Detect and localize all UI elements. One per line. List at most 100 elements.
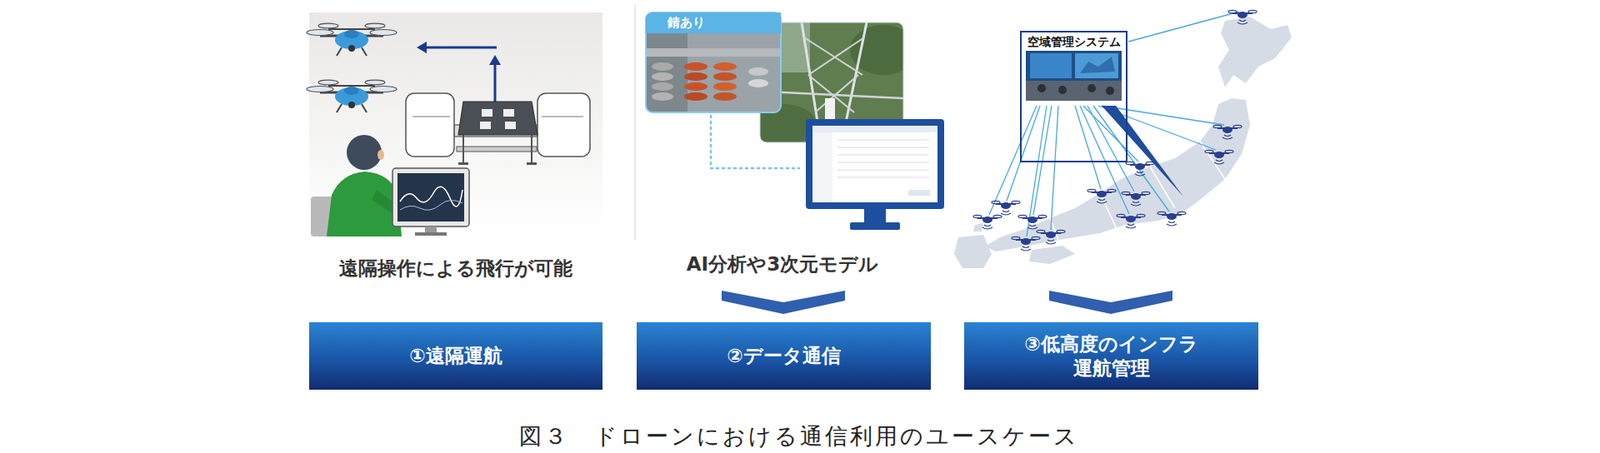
node-text: 空域管理システム — [1027, 35, 1121, 50]
remote-operation-illustration — [503, 109, 515, 117]
insulator-photo — [684, 82, 708, 91]
insulator-photo — [748, 79, 769, 88]
japan-map — [954, 235, 992, 269]
monitor-icon — [837, 140, 930, 141]
system-box: 空域管理システム — [1020, 30, 1128, 163]
airspace-links — [1006, 105, 1040, 201]
airspace-links — [1075, 105, 1101, 190]
remote-operation-illustration — [416, 41, 427, 54]
remote-operation-illustration — [405, 93, 455, 157]
drone-fleet — [973, 215, 1002, 230]
chevron-arrow — [1049, 290, 1173, 315]
japan-map — [1050, 141, 1225, 240]
monitor-icon — [837, 162, 930, 164]
airspace-links — [989, 105, 1037, 215]
tower-photo — [804, 37, 863, 75]
control-room-picture — [1058, 85, 1067, 95]
control-room-picture — [1087, 84, 1096, 93]
insulator-photo — [684, 92, 708, 101]
drone-fleet — [1018, 215, 1047, 230]
drone-fleet — [1228, 10, 1257, 25]
remote-operation-illustration — [541, 116, 584, 118]
control-room-picture — [1025, 50, 1122, 101]
node-text: ③低高度のインフラ 運航管理 — [1013, 332, 1210, 381]
figure-caption: 図３ ドローンにおける通信利用のユースケース — [519, 421, 1080, 452]
remote-operation-illustration — [392, 168, 470, 227]
node-text: ②データ通信 — [726, 344, 840, 369]
remote-operation-illustration — [400, 186, 463, 207]
remote-operation-illustration — [412, 116, 450, 118]
tag-label: 錆あり — [645, 12, 781, 34]
insulator-photo — [645, 48, 781, 57]
insulator-photo — [713, 92, 737, 101]
insulator-photo — [684, 72, 708, 81]
remote-operation-illustration — [480, 121, 491, 130]
insulator-photo — [684, 62, 708, 71]
monitor-icon — [908, 190, 930, 196]
monitor-icon — [812, 125, 938, 203]
drone-fleet — [1011, 236, 1040, 251]
japan-map — [954, 16, 1292, 269]
use-case-band: ①遠隔運航 — [309, 322, 603, 390]
airspace-links — [989, 11, 1240, 237]
insulator-photo — [713, 72, 737, 81]
remote-operation-illustration — [397, 173, 465, 222]
airspace-links — [1026, 105, 1047, 237]
japan-map — [1029, 245, 1075, 265]
drone-fleet — [1036, 230, 1065, 245]
remote-operation-illustration — [425, 46, 497, 50]
drone-fleet — [1213, 125, 1242, 140]
drone-fleet — [1157, 211, 1186, 226]
remote-operation-illustration — [377, 150, 385, 160]
control-room-picture — [1075, 53, 1119, 79]
tower-photo — [766, 91, 904, 99]
remote-operation-illustration — [526, 162, 537, 165]
remote-operation-illustration — [458, 101, 538, 135]
remote-operation-illustration — [306, 12, 603, 237]
monitor-icon — [805, 119, 945, 210]
control-room-picture — [1020, 30, 1128, 105]
insulator-photo — [645, 12, 781, 113]
drone-fleet — [973, 10, 1257, 251]
drone-fleet — [1087, 189, 1116, 204]
monitor-icon — [805, 119, 945, 230]
control-room-picture — [1025, 80, 1122, 101]
insulator-photo — [651, 72, 674, 81]
airspace-links — [1128, 11, 1240, 42]
insulator-photo — [651, 92, 674, 101]
panel-label: AI分析や3次元モデル — [686, 251, 879, 278]
monitor-icon — [837, 177, 930, 179]
insulator-photo — [651, 62, 674, 71]
remote-operation-illustration — [456, 146, 537, 152]
dotted-leader — [710, 115, 800, 169]
remote-operation-illustration — [530, 135, 533, 164]
tower-photo — [808, 37, 865, 75]
drone-fleet — [1121, 191, 1150, 206]
monitor-icon — [850, 222, 900, 230]
control-room-picture — [1080, 56, 1115, 74]
remote-operation-illustration — [415, 232, 447, 236]
insulator-photo — [645, 33, 688, 113]
drone-fleet — [1205, 150, 1234, 165]
insulator-photo — [645, 12, 781, 113]
control-room-picture — [1105, 86, 1115, 95]
monitor-icon — [812, 125, 938, 133]
japan-map — [1218, 16, 1292, 88]
monitor-icon — [812, 132, 833, 203]
chevron-arrow — [721, 290, 845, 315]
remote-operation-illustration — [505, 121, 516, 130]
insulator-photo — [651, 82, 674, 91]
remote-operation-illustration — [462, 135, 465, 164]
insulator-photo — [713, 62, 737, 71]
remote-operation-illustration — [346, 135, 382, 170]
airspace-links — [1050, 105, 1059, 230]
use-case-band: ③低高度のインフラ 運航管理 — [964, 322, 1259, 390]
airspace-links — [1033, 105, 1052, 215]
monitor-icon — [837, 147, 930, 149]
drone-fleet — [991, 200, 1020, 215]
remote-operation-illustration — [400, 200, 463, 210]
drone-fleet — [1116, 214, 1145, 229]
panel-label: 遠隔操作による飛行が可能 — [339, 255, 573, 282]
link-wedge — [1101, 105, 1184, 197]
